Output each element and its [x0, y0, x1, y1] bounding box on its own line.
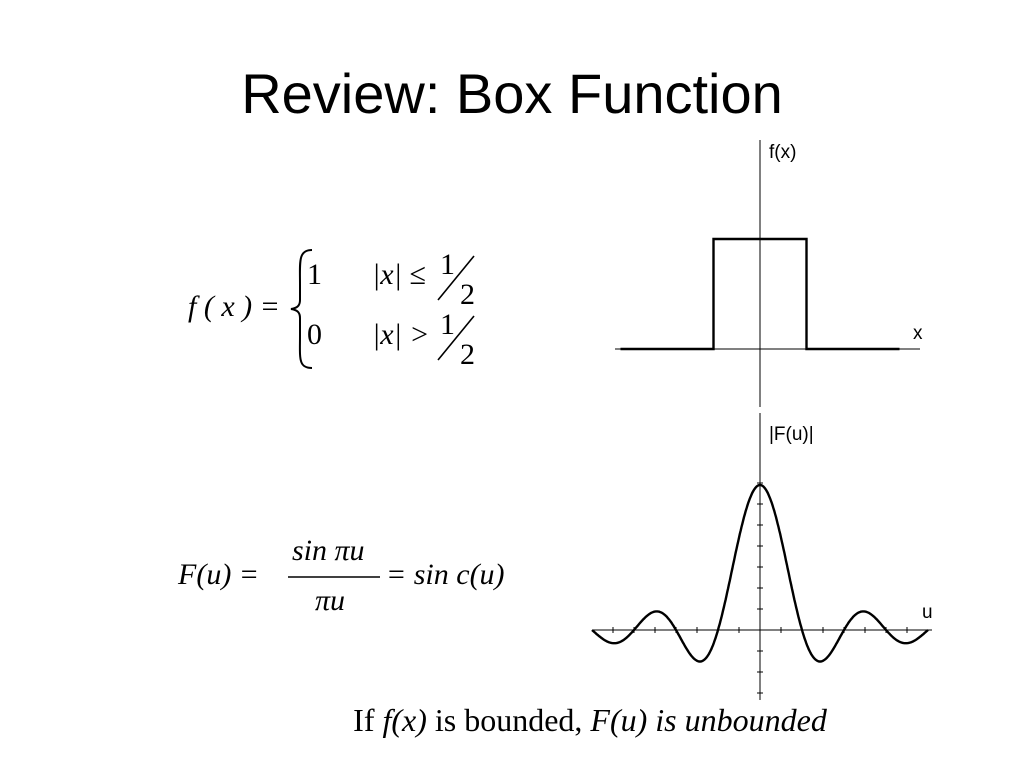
- case2-frac-den: 2: [460, 338, 475, 371]
- box-plot-ylabel: f(x): [769, 142, 796, 163]
- case1-value: 1: [307, 258, 322, 291]
- slide-title: Review: Box Function: [241, 62, 783, 125]
- caption-part2: is bounded,: [426, 702, 591, 738]
- box-plot-series-line: [620, 237, 900, 351]
- sinc-plot: |F(u)| u: [591, 413, 933, 700]
- case1-frac-den: 2: [460, 278, 475, 311]
- caption-Fu: F(u): [590, 702, 648, 738]
- case2-value: 0: [307, 318, 322, 351]
- caption: If f(x) is bounded, F(u) is unbounded: [0, 700, 1024, 740]
- sinc-plot-series-line: [591, 483, 929, 663]
- case2-condition: |x| >: [372, 318, 430, 351]
- sinc-plot-ylabel: |F(u)|: [769, 424, 814, 445]
- case1-condition: |x| ≤: [372, 258, 426, 291]
- sinc-eq-rhs: = sin c(u): [386, 558, 505, 591]
- caption-fx: f(x): [382, 702, 427, 738]
- sinc-eq-numerator: sin πu: [292, 534, 365, 567]
- box-eq-lhs: f ( x ) =: [188, 290, 280, 323]
- fraction-slash-2: [437, 315, 475, 361]
- caption-part3: is unbounded: [647, 702, 827, 738]
- case2-frac-num: 1: [440, 308, 455, 341]
- sinc-eq-denominator: πu: [315, 584, 346, 617]
- fraction-slash-1: [437, 255, 475, 301]
- case1-frac-num: 1: [440, 248, 455, 281]
- sinc-eq-lhs: F(u) =: [178, 558, 260, 591]
- caption-part1: If: [353, 702, 383, 738]
- sinc-plot-xlabel: u: [922, 602, 933, 623]
- box-plot: f(x) x: [615, 140, 923, 407]
- left-brace-icon: [290, 249, 313, 369]
- box-plot-xlabel: x: [913, 323, 923, 344]
